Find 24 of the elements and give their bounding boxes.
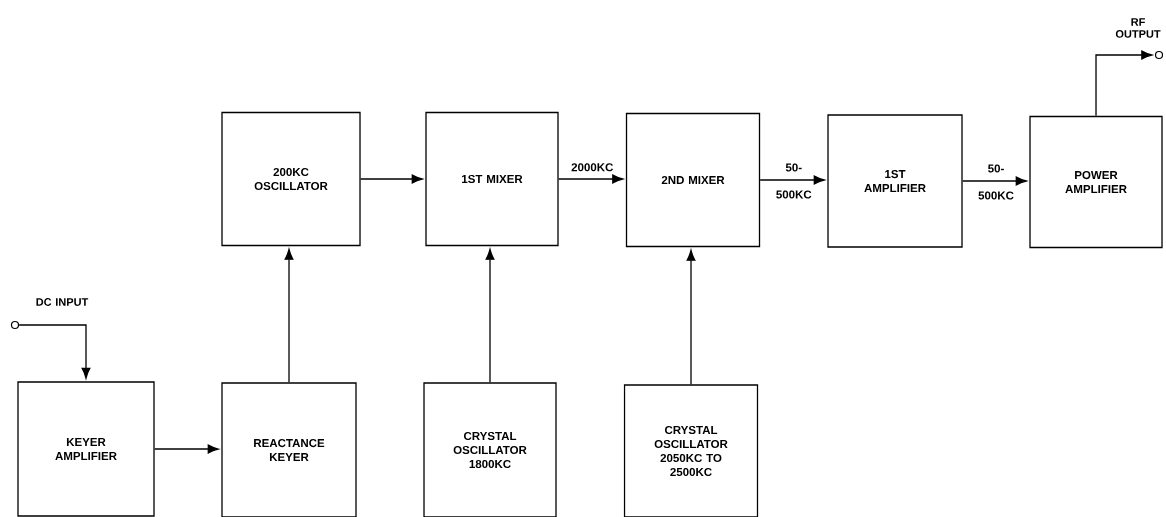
terminal-label: DC INPUT bbox=[36, 298, 89, 306]
arrow bbox=[962, 176, 1027, 186]
edge-label: 50- 500KC bbox=[978, 164, 1014, 200]
block-box: 1ST MIXER bbox=[425, 111, 559, 247]
arrow bbox=[558, 174, 624, 184]
arrow bbox=[284, 248, 294, 383]
block-box: CRYSTAL OSCILLATOR 1800KC bbox=[423, 382, 557, 517]
terminal-label: RF OUTPUT bbox=[1115, 18, 1161, 38]
arrow bbox=[1095, 50, 1153, 117]
arrow bbox=[759, 175, 825, 185]
arrow bbox=[686, 249, 696, 385]
arrow bbox=[485, 248, 495, 383]
arrow bbox=[18, 324, 91, 379]
block-box: KEYER AMPLIFIER bbox=[17, 381, 155, 517]
block-box: 2ND MIXER bbox=[625, 112, 761, 248]
block-box: 1ST AMPLIFIER bbox=[827, 114, 963, 248]
block-box: POWER AMPLIFIER bbox=[1029, 115, 1163, 249]
edge-label: 50- 500KC bbox=[776, 163, 812, 199]
block-box: REACTANCE KEYER bbox=[221, 382, 357, 517]
edge-label: 2000KC bbox=[571, 163, 613, 172]
arrow bbox=[360, 174, 423, 184]
block-box: CRYSTAL OSCILLATOR 2050KC TO 2500KC bbox=[623, 384, 759, 517]
arrow bbox=[154, 444, 219, 454]
block-box: 200KC OSCILLATOR bbox=[221, 111, 361, 247]
